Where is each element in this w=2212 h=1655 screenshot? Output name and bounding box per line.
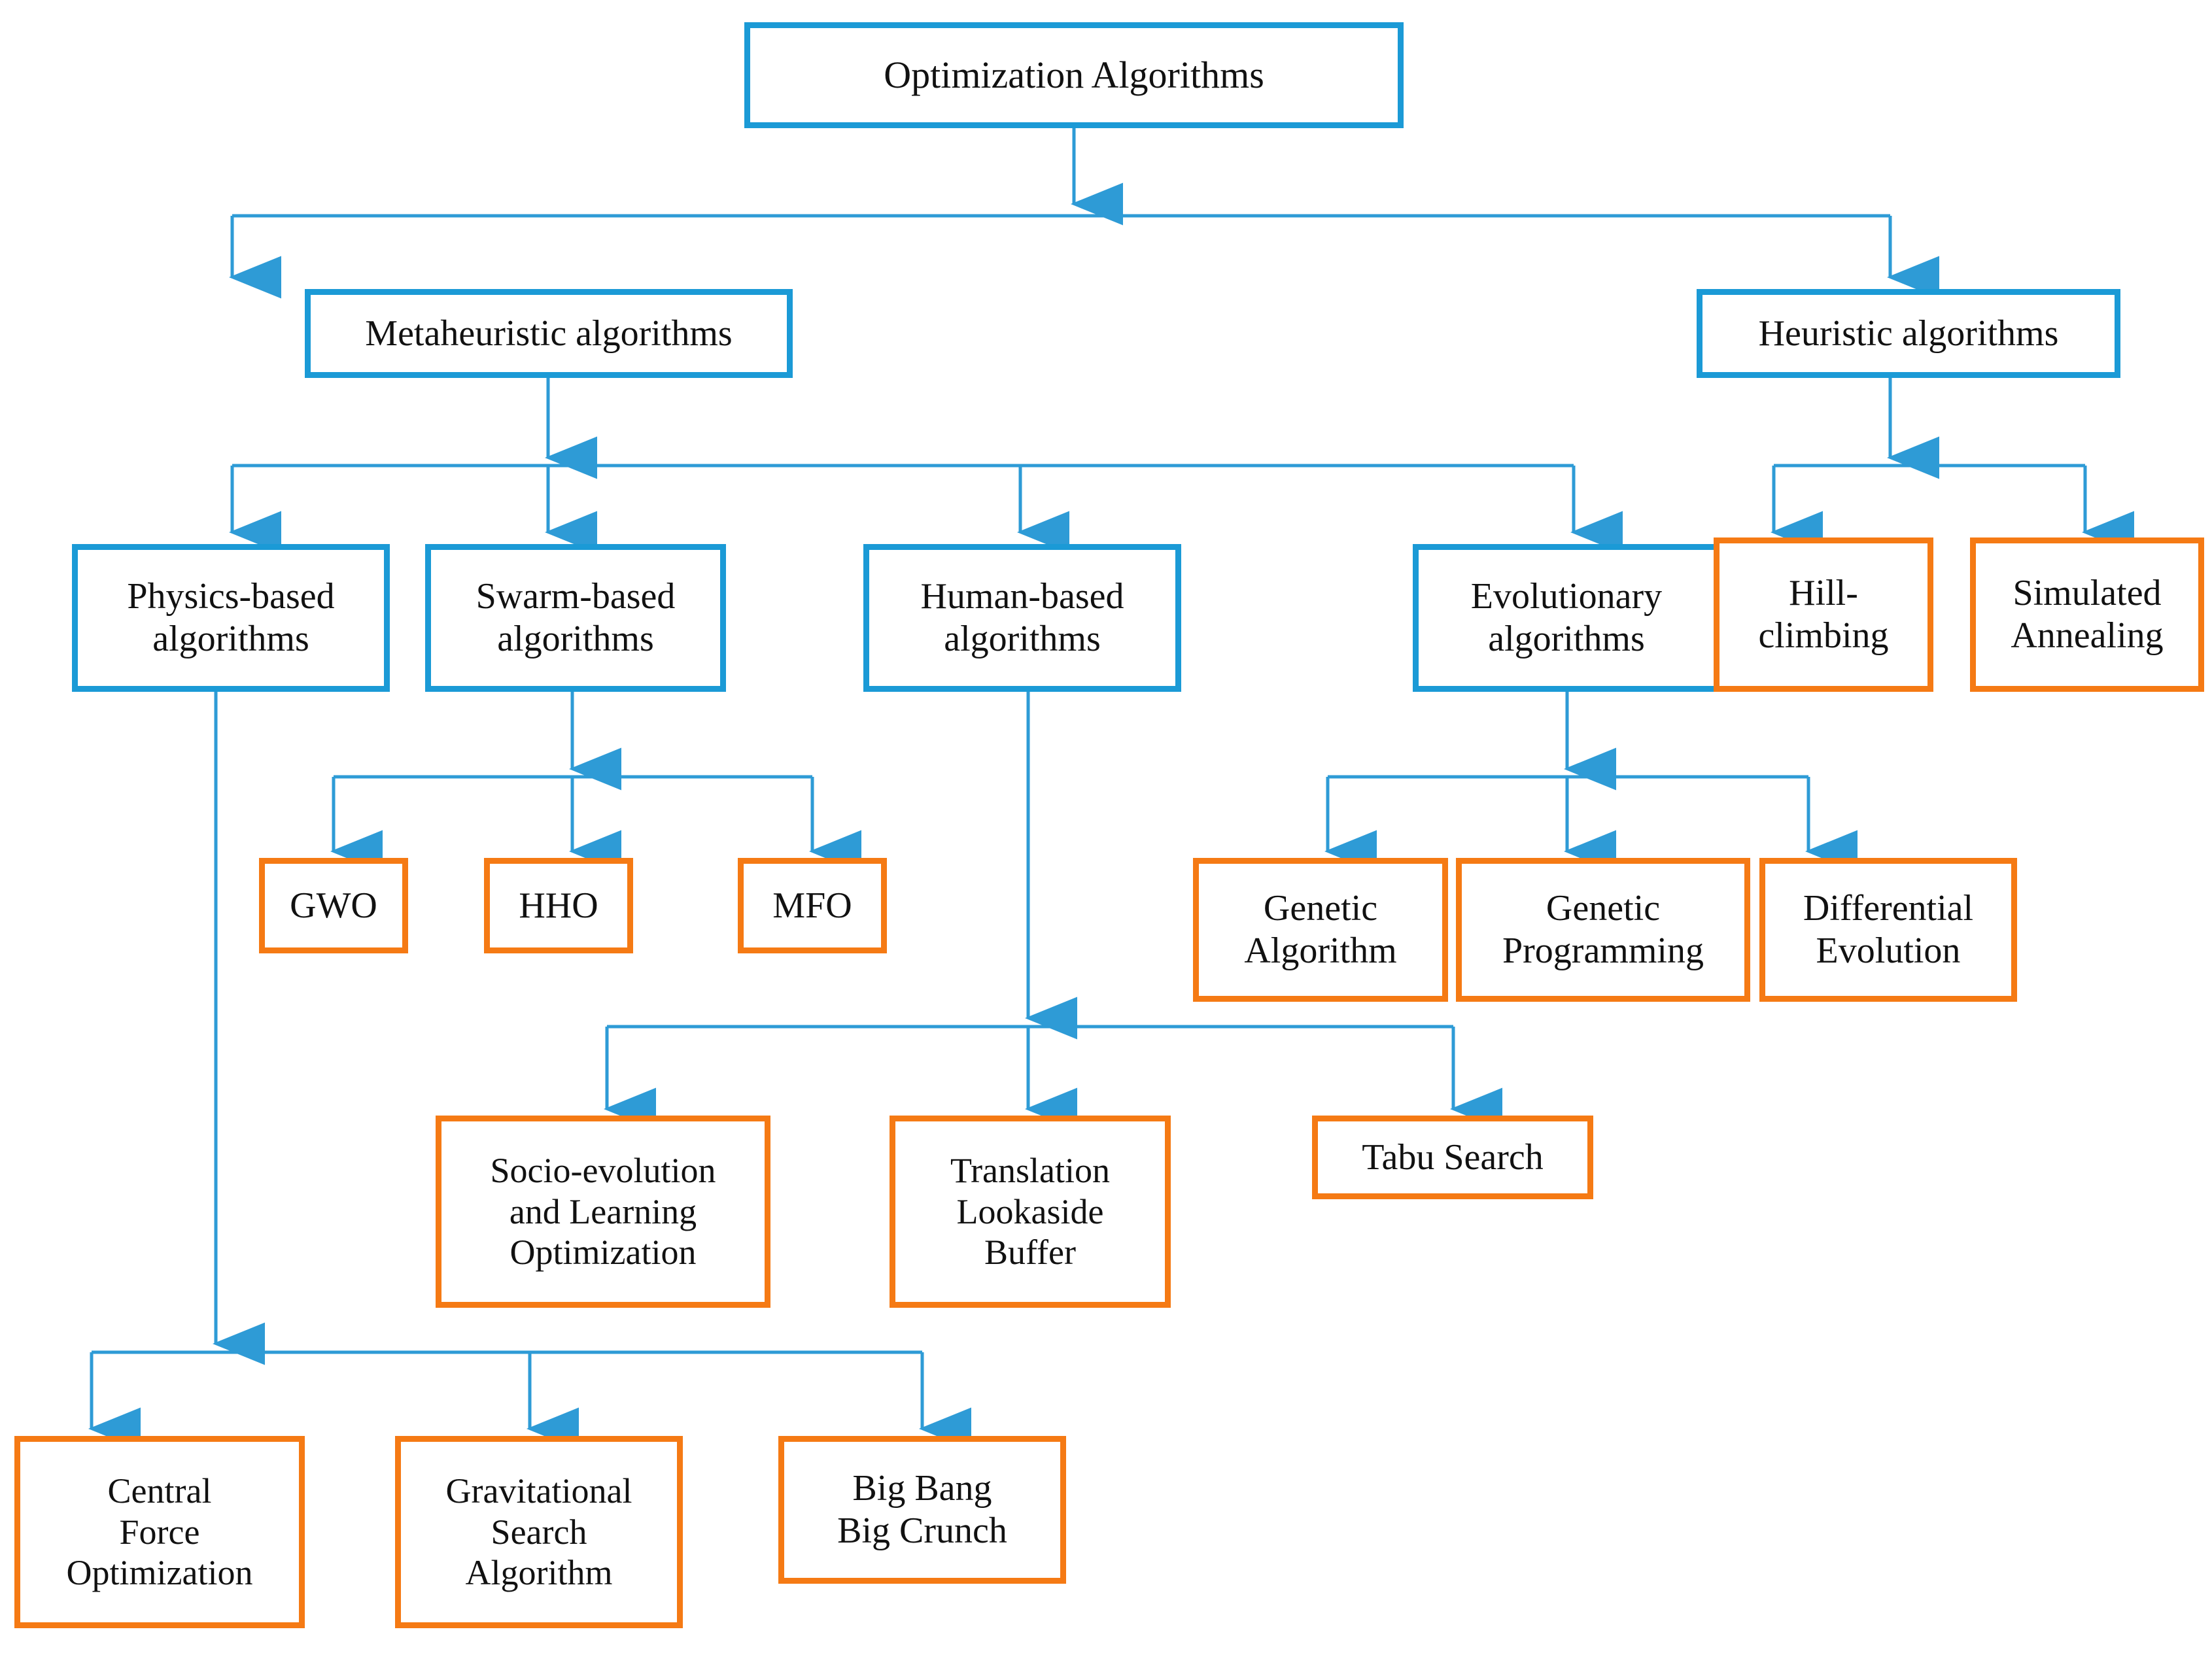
node-label-block: Central Force Optimization: [67, 1471, 253, 1594]
node-label-line2: Annealing: [2011, 615, 2164, 656]
node-label-line1: Socio-evolution: [490, 1151, 716, 1191]
node-label-block: Big Bang Big Crunch: [837, 1467, 1007, 1552]
node-label-block: Physics-based algorithms: [127, 575, 334, 660]
node-evolutionary-algorithms[interactable]: Evolutionary algorithms: [1413, 544, 1720, 692]
node-label-line3: Optimization: [510, 1233, 697, 1272]
node-gwo[interactable]: GWO: [259, 858, 408, 953]
node-big-bang-big-crunch[interactable]: Big Bang Big Crunch: [778, 1436, 1066, 1584]
node-label-line2: algorithms: [944, 619, 1101, 659]
node-label-block: Evolutionary algorithms: [1471, 575, 1662, 660]
node-label-line2: Algorithm: [1244, 930, 1397, 971]
node-hho[interactable]: HHO: [484, 858, 633, 953]
node-heuristic-algorithms[interactable]: Heuristic algorithms: [1697, 289, 2120, 378]
node-label-line2: climbing: [1758, 615, 1889, 656]
node-label-block: Human-based algorithms: [920, 575, 1124, 660]
node-label-line1: Translation: [950, 1151, 1111, 1191]
node-label-block: Hill- climbing: [1758, 572, 1888, 657]
node-genetic-algorithm[interactable]: Genetic Algorithm: [1193, 858, 1448, 1002]
node-label-line2: Force: [119, 1512, 200, 1552]
node-label-block: Swarm-based algorithms: [476, 575, 676, 660]
node-label-line2: Programming: [1502, 930, 1704, 971]
node-label-block: Genetic Programming: [1502, 887, 1704, 972]
node-central-force-optimization[interactable]: Central Force Optimization: [14, 1436, 305, 1628]
node-label-block: Differential Evolution: [1803, 887, 1973, 972]
node-label-line1: Genetic: [1263, 888, 1378, 929]
node-label: MFO: [772, 885, 852, 926]
node-genetic-programming[interactable]: Genetic Programming: [1456, 858, 1750, 1002]
node-optimization-algorithms[interactable]: Optimization Algorithms: [744, 22, 1404, 128]
node-label-line2: algorithms: [497, 619, 654, 659]
node-label-line2: algorithms: [1488, 619, 1645, 659]
node-label-line1: Physics-based: [127, 576, 335, 617]
node-label: Tabu Search: [1362, 1136, 1544, 1178]
node-translation-lookaside-buffer[interactable]: Translation Lookaside Buffer: [890, 1116, 1171, 1308]
node-label: GWO: [290, 885, 377, 926]
node-label-line2: Big Crunch: [837, 1510, 1007, 1551]
node-label-line1: Big Bang: [852, 1468, 992, 1509]
node-label: Heuristic algorithms: [1758, 313, 2059, 354]
node-label-line1: Central: [107, 1471, 212, 1511]
node-label-line2: Search: [491, 1512, 587, 1552]
node-label-block: Socio-evolution and Learning Optimizatio…: [491, 1150, 716, 1273]
node-label-line3: Optimization: [66, 1553, 253, 1593]
node-physics-based-algorithms[interactable]: Physics-based algorithms: [72, 544, 390, 692]
node-label-line1: Differential: [1803, 888, 1974, 929]
node-human-based-algorithms[interactable]: Human-based algorithms: [863, 544, 1181, 692]
node-label-block: Gravitational Search Algorithm: [446, 1471, 632, 1594]
node-label-line1: Genetic: [1546, 888, 1661, 929]
node-differential-evolution[interactable]: Differential Evolution: [1759, 858, 2017, 1002]
node-label-line2: and Learning: [509, 1191, 697, 1231]
node-simulated-annealing[interactable]: Simulated Annealing: [1970, 537, 2204, 692]
node-tabu-search[interactable]: Tabu Search: [1312, 1116, 1593, 1199]
node-label-line1: Hill-: [1789, 573, 1858, 614]
node-label-line1: Human-based: [920, 576, 1124, 617]
node-label-line2: Evolution: [1816, 930, 1961, 971]
node-socio-evolution-and-learning-optimization[interactable]: Socio-evolution and Learning Optimizatio…: [436, 1116, 770, 1308]
node-label-line3: Buffer: [984, 1233, 1076, 1272]
node-label-block: Genetic Algorithm: [1244, 887, 1396, 972]
node-gravitational-search-algorithm[interactable]: Gravitational Search Algorithm: [395, 1436, 683, 1628]
node-label-line1: Simulated: [2013, 573, 2162, 614]
node-label: Metaheuristic algorithms: [365, 313, 733, 354]
node-swarm-based-algorithms[interactable]: Swarm-based algorithms: [425, 544, 726, 692]
node-label-line2: Lookaside: [956, 1191, 1104, 1231]
node-label: HHO: [519, 885, 598, 926]
node-label-line1: Evolutionary: [1470, 576, 1663, 617]
node-label-line3: Algorithm: [465, 1553, 613, 1593]
node-hill-climbing[interactable]: Hill- climbing: [1714, 537, 1933, 692]
node-label-line2: algorithms: [152, 619, 309, 659]
node-label-line1: Gravitational: [445, 1471, 632, 1511]
node-label: Optimization Algorithms: [884, 54, 1264, 97]
node-label-line1: Swarm-based: [475, 576, 676, 617]
node-label-block: Simulated Annealing: [2011, 572, 2163, 657]
node-label-block: Translation Lookaside Buffer: [950, 1150, 1110, 1273]
node-mfo[interactable]: MFO: [738, 858, 887, 953]
node-metaheuristic-algorithms[interactable]: Metaheuristic algorithms: [305, 289, 793, 378]
